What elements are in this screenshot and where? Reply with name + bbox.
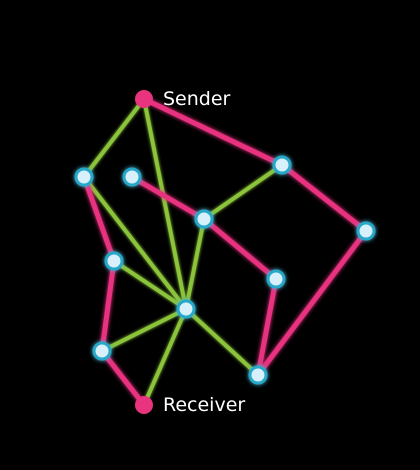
link-n-center-top-n-left2 bbox=[129, 174, 207, 222]
node-sender bbox=[135, 90, 153, 108]
nodes bbox=[74, 90, 376, 414]
link-n-center-n-bottom-left bbox=[100, 307, 188, 353]
link-n-far-right-n-bottom-right bbox=[255, 228, 369, 378]
node-n-far-right bbox=[356, 221, 376, 241]
link-n-center-receiver bbox=[142, 307, 188, 407]
node-n-bottom-left bbox=[92, 341, 112, 361]
link-sender-n-center bbox=[142, 97, 188, 311]
link-n-upper-right-n-center-top bbox=[202, 163, 284, 221]
link-n-mid-left-n-center bbox=[112, 259, 188, 311]
link-sender-n-upper-right bbox=[141, 96, 285, 168]
link-n-mid-right-n-center-top bbox=[201, 216, 279, 282]
link-n-upper-right-n-far-right bbox=[279, 162, 369, 234]
node-n-mid-left bbox=[104, 251, 124, 271]
node-n-left bbox=[74, 167, 94, 187]
link-n-mid-left-n-bottom-left bbox=[99, 258, 117, 354]
link-sender-n-left bbox=[82, 97, 146, 179]
link-n-center-top-n-center bbox=[184, 217, 206, 311]
node-n-upper-right bbox=[272, 155, 292, 175]
other-links bbox=[82, 97, 284, 407]
sender-label: Sender bbox=[163, 88, 231, 110]
node-n-left2 bbox=[122, 167, 142, 187]
link-n-left-n-center bbox=[82, 175, 188, 311]
link-n-bottom-left-receiver bbox=[99, 348, 147, 408]
highlighted-path-links bbox=[81, 96, 369, 408]
node-receiver bbox=[135, 396, 153, 414]
node-n-mid-right bbox=[266, 269, 286, 289]
link-n-bottom-right-n-mid-right bbox=[255, 276, 279, 378]
node-n-center bbox=[176, 299, 196, 319]
receiver-label: Receiver bbox=[163, 394, 245, 416]
link-n-center-n-bottom-right bbox=[184, 307, 260, 377]
node-n-bottom-right bbox=[248, 365, 268, 385]
link-n-left-n-mid-left bbox=[81, 174, 117, 264]
node-n-center-top bbox=[194, 209, 214, 229]
